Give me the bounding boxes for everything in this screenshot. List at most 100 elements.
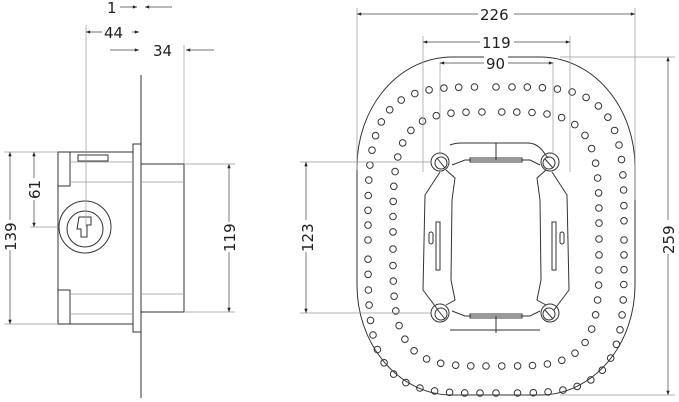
mounting-hole — [364, 191, 373, 200]
mounting-hole — [619, 296, 628, 304]
mounting-hole — [407, 126, 415, 135]
mounting-hole — [364, 270, 372, 279]
dim-plate-width: 226 — [480, 6, 509, 24]
mounting-hole — [416, 384, 424, 392]
mounting-hole — [616, 326, 624, 334]
mounting-hole — [476, 389, 484, 397]
mounting-hole — [598, 366, 607, 375]
mounting-hole — [389, 245, 397, 253]
mounting-hole — [595, 219, 603, 227]
mounting-hole — [364, 236, 372, 244]
mounting-hole — [432, 111, 441, 120]
mounting-hole — [390, 292, 398, 301]
mounting-hole — [581, 338, 589, 347]
mounting-hole — [395, 321, 403, 330]
mounting-hole — [373, 345, 382, 354]
dim-front-depth: 34 — [153, 42, 172, 60]
mounting-hole — [398, 139, 407, 147]
mounting-hole — [467, 362, 475, 370]
mounting-holes — [364, 83, 628, 397]
mounting-hole — [620, 201, 628, 210]
outlet-connector — [58, 200, 112, 254]
mounting-hole — [595, 204, 603, 212]
mounting-hole — [612, 340, 621, 349]
mounting-hole — [498, 108, 506, 116]
screw — [430, 152, 450, 172]
valve-frame — [422, 142, 570, 333]
mounting-hole — [610, 126, 619, 135]
mounting-hole — [364, 255, 372, 264]
mounting-hole — [593, 296, 602, 304]
mounting-hole — [366, 316, 375, 325]
dim-rear-depth: 44 — [104, 24, 123, 42]
dim-plate-thickness: 1 — [107, 0, 117, 17]
mounting-hole — [425, 86, 433, 94]
mounting-hole — [440, 84, 448, 92]
screw — [540, 303, 560, 323]
mounting-hole — [492, 83, 500, 91]
screw — [540, 152, 560, 172]
front-body — [140, 163, 185, 313]
mounting-hole — [389, 261, 397, 270]
mounting-hole — [529, 388, 538, 397]
mounting-hole — [392, 307, 400, 315]
mounting-hole — [544, 388, 552, 396]
mounting-hole — [595, 235, 603, 243]
mounting-hole — [447, 109, 455, 117]
mounting-hole — [391, 167, 399, 176]
flange — [132, 143, 142, 333]
dim-plate-height: 259 — [660, 225, 678, 254]
mounting-hole — [594, 281, 603, 289]
mounting-hole — [389, 197, 398, 206]
mounting-hole — [587, 144, 596, 153]
mounting-hole — [366, 161, 374, 169]
dim-outlet-height: 61 — [26, 180, 44, 199]
mounting-hole — [364, 206, 372, 215]
mounting-hole — [593, 174, 602, 182]
mounting-hole — [619, 186, 628, 194]
mounting-hole — [620, 251, 628, 259]
mounting-hole — [364, 221, 372, 229]
mounting-plate — [356, 56, 636, 396]
mounting-hole — [587, 325, 596, 333]
mounting-hole — [615, 141, 623, 149]
mounting-hole — [418, 117, 427, 125]
mounting-hole — [385, 106, 394, 114]
mounting-hole — [591, 311, 600, 319]
mounting-hole — [594, 102, 603, 110]
mounting-hole — [364, 286, 373, 294]
mounting-hole — [454, 83, 463, 92]
mounting-hole — [620, 280, 628, 289]
mounting-hole — [462, 108, 470, 116]
mounting-hole — [422, 355, 431, 363]
rear-body — [57, 151, 134, 325]
mounting-hole — [558, 356, 566, 365]
mounting-hole — [460, 389, 469, 397]
mounting-hole — [478, 108, 486, 116]
mounting-hole — [365, 301, 373, 309]
mounting-hole — [604, 113, 612, 121]
mounting-hole — [528, 361, 537, 370]
mounting-hole — [380, 359, 388, 367]
mounting-hole — [389, 277, 398, 285]
mounting-hole — [508, 83, 516, 91]
mounting-hole — [557, 113, 566, 122]
mounting-hole — [523, 83, 532, 91]
mounting-hole — [377, 118, 386, 126]
mounting-hole — [571, 349, 579, 358]
mounting-hole — [390, 182, 398, 191]
mounting-hole — [492, 389, 500, 397]
dim-body-height: 139 — [2, 222, 20, 251]
mounting-hole — [559, 386, 567, 394]
dim-frame-width: 119 — [482, 34, 511, 52]
mounting-hole — [513, 108, 521, 116]
mounting-hole — [571, 120, 579, 129]
mounting-hole — [482, 362, 490, 370]
mounting-hole — [389, 370, 398, 378]
mounting-hole — [553, 85, 562, 93]
mounting-hole — [397, 96, 406, 104]
screw — [430, 303, 450, 323]
mounting-hole — [513, 362, 522, 370]
mounting-hole — [543, 360, 552, 368]
